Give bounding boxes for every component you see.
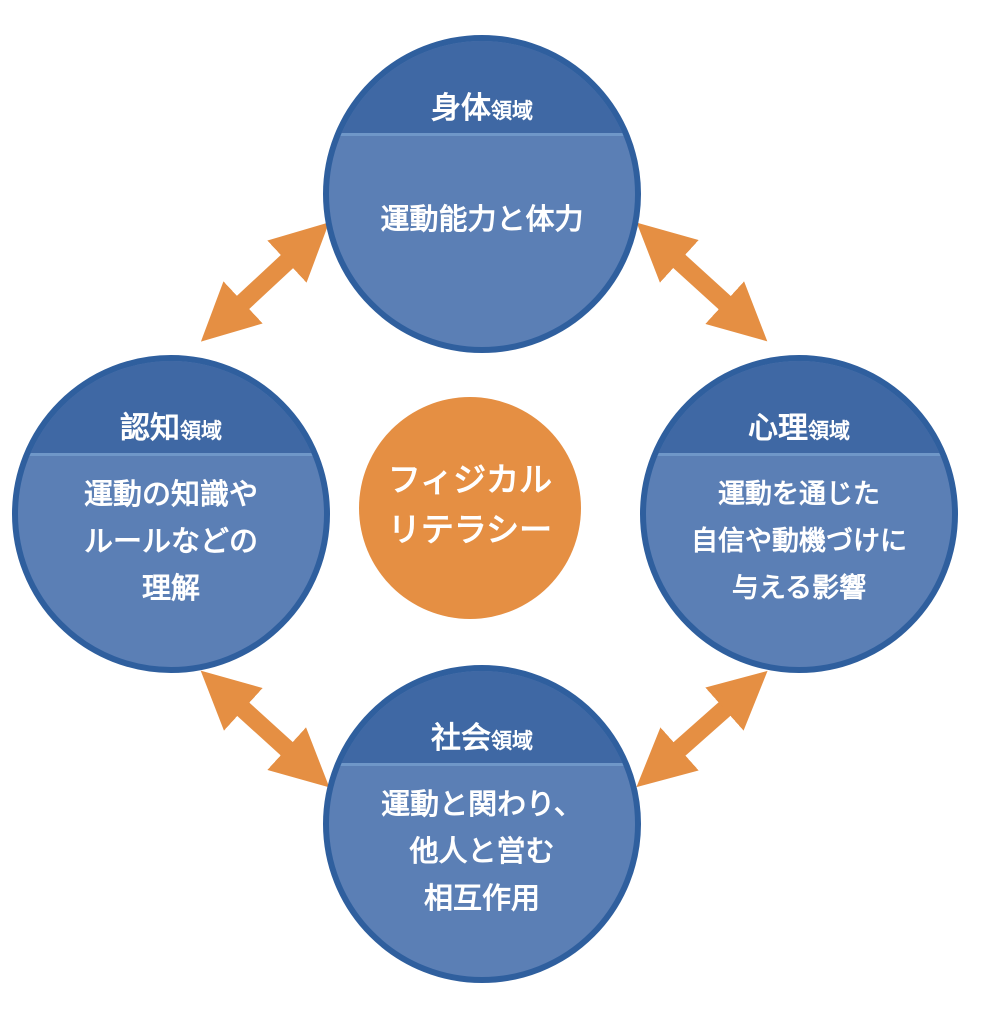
psychological-domain-circle: 心理領域 運動を通じた 自信や動機づけに 与える影響: [640, 355, 958, 673]
cognitive-domain-title: 認知領域: [120, 411, 222, 446]
physical-domain-title: 身体領域: [431, 91, 533, 126]
social-domain-circle: 社会領域 運動と関わり、 他人と営む 相互作用: [323, 665, 641, 983]
social-domain-text: 運動と関わり、 他人と営む 相互作用: [381, 787, 583, 915]
psychological-domain-text: 運動を通じた 自信や動機づけに 与える影響: [691, 479, 907, 604]
social-domain-header: [329, 671, 635, 766]
cognitive-domain-circle: 認知領域 運動の知識や ルールなどの 理解: [12, 355, 330, 673]
physical-literacy-label: フィジカル リテラシー: [387, 460, 553, 549]
psychological-domain-title: 心理領域: [748, 411, 850, 446]
social-domain-title: 社会領域: [431, 721, 533, 756]
psychological-domain-header: [646, 361, 952, 456]
cognitive-domain-header: [18, 361, 324, 456]
cognitive-domain-text: 運動の知識や ルールなどの 理解: [83, 477, 258, 605]
arrow-psychological-social: [636, 670, 768, 788]
physical-domain-header: [329, 41, 635, 136]
arrow-cognitive-social: [200, 670, 330, 788]
physical-domain-circle: 身体領域 運動能力と体力: [323, 35, 641, 353]
physical-literacy-center: フィジカル リテラシー: [359, 397, 581, 619]
arrow-physical-cognitive: [200, 222, 330, 342]
arrow-physical-psychological: [636, 222, 768, 342]
physical-domain-text: 運動能力と体力: [380, 202, 584, 236]
